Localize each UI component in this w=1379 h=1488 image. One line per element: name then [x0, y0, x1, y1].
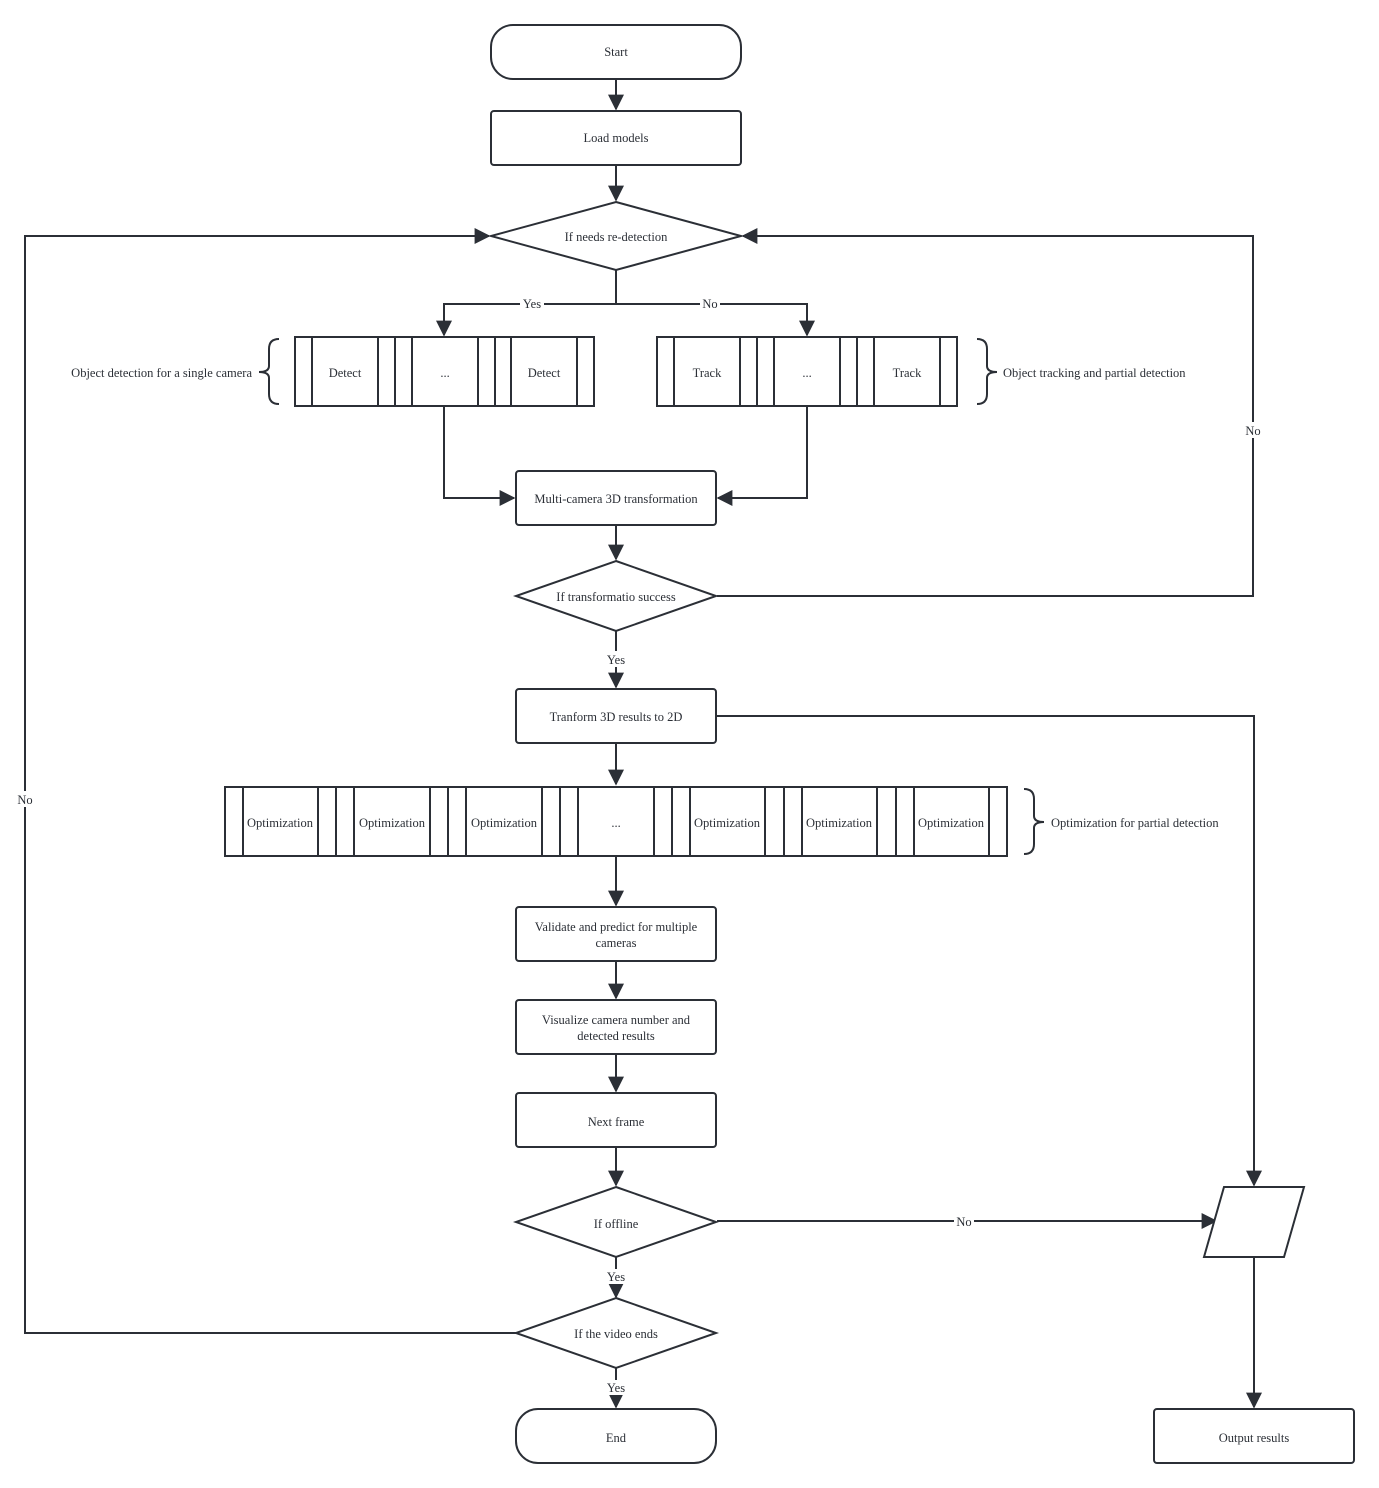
video-end-yes-label: Yes — [607, 1381, 625, 1395]
optimization-dots-label: ... — [611, 816, 620, 830]
edge-video-not-end-loop — [24, 228, 516, 1334]
transform-2d-label: Tranform 3D results to 2D — [550, 710, 683, 724]
load-models-label: Load models — [584, 131, 649, 145]
next-frame-box — [515, 1092, 717, 1148]
output-results-box — [1153, 1408, 1355, 1464]
track-dots-label: ... — [802, 366, 811, 380]
start-terminal — [490, 24, 742, 80]
load-models-box — [490, 110, 742, 166]
optimization-4-label: Optimization — [694, 816, 761, 830]
end-label: End — [606, 1431, 627, 1445]
optimization-group: Optimization Optimization Optimization .… — [224, 786, 1219, 857]
optimization-group-annotation: Optimization for partial detection — [1051, 816, 1219, 830]
detect-group-annotation: Object detection for a single camera — [71, 366, 252, 380]
visualize-label-line2: detected results — [577, 1029, 655, 1043]
visualize-label-line1: Visualize camera number and — [542, 1013, 691, 1027]
optimization-6-label: Optimization — [918, 816, 985, 830]
edge-redetect-no — [616, 303, 815, 337]
offline-no-bg — [954, 1214, 974, 1230]
transform-fail-no-bg — [1243, 422, 1263, 438]
optimization-group-brace — [1023, 788, 1045, 855]
track-group-brace — [976, 338, 998, 405]
transform-fail-no-label: No — [1245, 424, 1260, 438]
offline-diamond — [512, 1185, 720, 1259]
edge-labels: Yes No No Yes No Yes No Yes — [15, 296, 1263, 1395]
end-node: End — [515, 1408, 717, 1464]
optimization-2-label: Optimization — [359, 816, 426, 830]
redetect-no-bg — [700, 296, 720, 311]
edge-redetect-yes — [436, 303, 616, 337]
edge-success-no-loop — [717, 228, 1254, 597]
redetect-no-label: No — [702, 297, 717, 311]
needs-redetection-label: If needs re-detection — [565, 230, 668, 244]
edge-track-to-multicam — [716, 406, 808, 506]
optimization-1-label: Optimization — [247, 816, 314, 830]
load-models-node: Load models — [490, 110, 742, 166]
transform-success-yes-bg — [604, 651, 628, 667]
needs-redetection-decision: If needs re-detection — [487, 200, 745, 272]
end-terminal — [515, 1408, 717, 1464]
needs-redetection-diamond — [487, 200, 745, 272]
video-end-yes-bg — [604, 1380, 628, 1395]
visualize-box — [515, 999, 717, 1055]
validate-box — [515, 906, 717, 962]
optimization-3-label: Optimization — [471, 816, 538, 830]
transform-2d-node: Tranform 3D results to 2D — [515, 688, 717, 744]
output-results-label: Output results — [1219, 1431, 1290, 1445]
redetect-yes-label: Yes — [523, 297, 541, 311]
optimization-5-label: Optimization — [806, 816, 873, 830]
transform-2d-box — [515, 688, 717, 744]
output-results-node: Output results — [1153, 1408, 1355, 1464]
next-frame-label: Next frame — [588, 1115, 645, 1129]
transform-success-label: If transformatio success — [556, 590, 676, 604]
edge-2d-to-output — [717, 715, 1262, 1187]
transform-success-decision: If transformatio success — [512, 559, 720, 633]
video-ends-diamond — [512, 1296, 720, 1370]
multi-camera-box — [515, 470, 717, 526]
video-not-end-no-bg — [15, 791, 35, 807]
offline-label: If offline — [594, 1217, 639, 1231]
start-node: Start — [490, 24, 742, 80]
detect-group-brace — [258, 338, 280, 405]
redetect-yes-bg — [520, 296, 544, 311]
video-ends-label: If the video ends — [574, 1327, 658, 1341]
next-frame-node: Next frame — [515, 1092, 717, 1148]
validate-node: Validate and predict for multiple camera… — [515, 906, 717, 962]
track-1-label: Track — [693, 366, 722, 380]
offline-yes-label: Yes — [607, 1270, 625, 1284]
data-io-node — [1202, 1186, 1306, 1258]
multi-camera-node: Multi-camera 3D transformation — [515, 470, 717, 526]
validate-label-line2: cameras — [596, 936, 637, 950]
edge-detect-to-multicam — [443, 406, 516, 506]
multi-camera-label: Multi-camera 3D transformation — [534, 492, 698, 506]
visualize-node: Visualize camera number and detected res… — [515, 999, 717, 1055]
transform-success-diamond — [512, 559, 720, 633]
offline-yes-bg — [604, 1269, 628, 1284]
video-not-end-no-label: No — [17, 793, 32, 807]
data-parallelogram — [1202, 1186, 1306, 1258]
detect-group: Detect ... Detect Object detection for a… — [71, 336, 595, 407]
detect-dots-label: ... — [440, 366, 449, 380]
detect-2-label: Detect — [528, 366, 561, 380]
track-group: Track ... Track Object tracking and part… — [656, 336, 1186, 407]
track-2-label: Track — [893, 366, 922, 380]
start-label: Start — [604, 45, 628, 59]
transform-success-yes-label: Yes — [607, 653, 625, 667]
track-group-annotation: Object tracking and partial detection — [1003, 366, 1186, 380]
offline-decision: If offline — [512, 1185, 720, 1259]
video-ends-decision: If the video ends — [512, 1296, 720, 1370]
detect-1-label: Detect — [329, 366, 362, 380]
validate-label-line1: Validate and predict for multiple — [535, 920, 698, 934]
offline-no-label: No — [956, 1215, 971, 1229]
